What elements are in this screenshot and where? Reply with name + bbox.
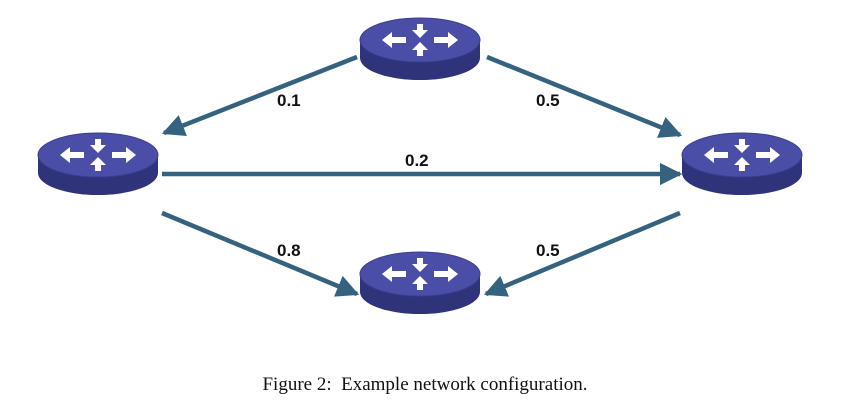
edge-weight-1111-3333: 0.5 xyxy=(536,91,560,110)
port-label-3333: Port: 3333 xyxy=(713,205,771,219)
network-diagram: 0.1 0.5 0.2 0.8 0.5 Port: 1111 Port: 222… xyxy=(37,17,803,338)
edges xyxy=(161,54,683,297)
edge-weight-2222-3333: 0.2 xyxy=(405,151,429,170)
router-3333: Port: 3333 xyxy=(681,132,803,219)
port-label-4444: Port: 4444 xyxy=(391,324,449,338)
router-1111: Port: 1111 xyxy=(359,17,481,101)
figure-caption: Figure 2: Example network configuration. xyxy=(262,374,588,395)
router-2222: Port: 2222 xyxy=(37,132,159,219)
edge-weight-2222-4444: 0.8 xyxy=(277,241,301,260)
router-4444: Port: 4444 xyxy=(359,251,481,338)
edge-3333-to-4444 xyxy=(483,210,681,297)
router-icon xyxy=(60,139,136,171)
edge-1111-to-2222 xyxy=(161,54,358,137)
router-icon xyxy=(704,139,780,171)
edge-weights: 0.1 0.5 0.2 0.8 0.5 xyxy=(277,91,560,260)
port-label-1111: Port: 1111 xyxy=(392,87,448,101)
edge-1111-to-3333 xyxy=(486,54,683,138)
port-label-2222: Port: 2222 xyxy=(69,205,127,219)
edge-weight-3333-4444: 0.5 xyxy=(536,241,560,260)
edge-2222-to-4444 xyxy=(161,210,360,297)
router-icon xyxy=(382,258,458,290)
router-icon xyxy=(382,24,458,56)
edge-weight-1111-2222: 0.1 xyxy=(277,91,301,110)
